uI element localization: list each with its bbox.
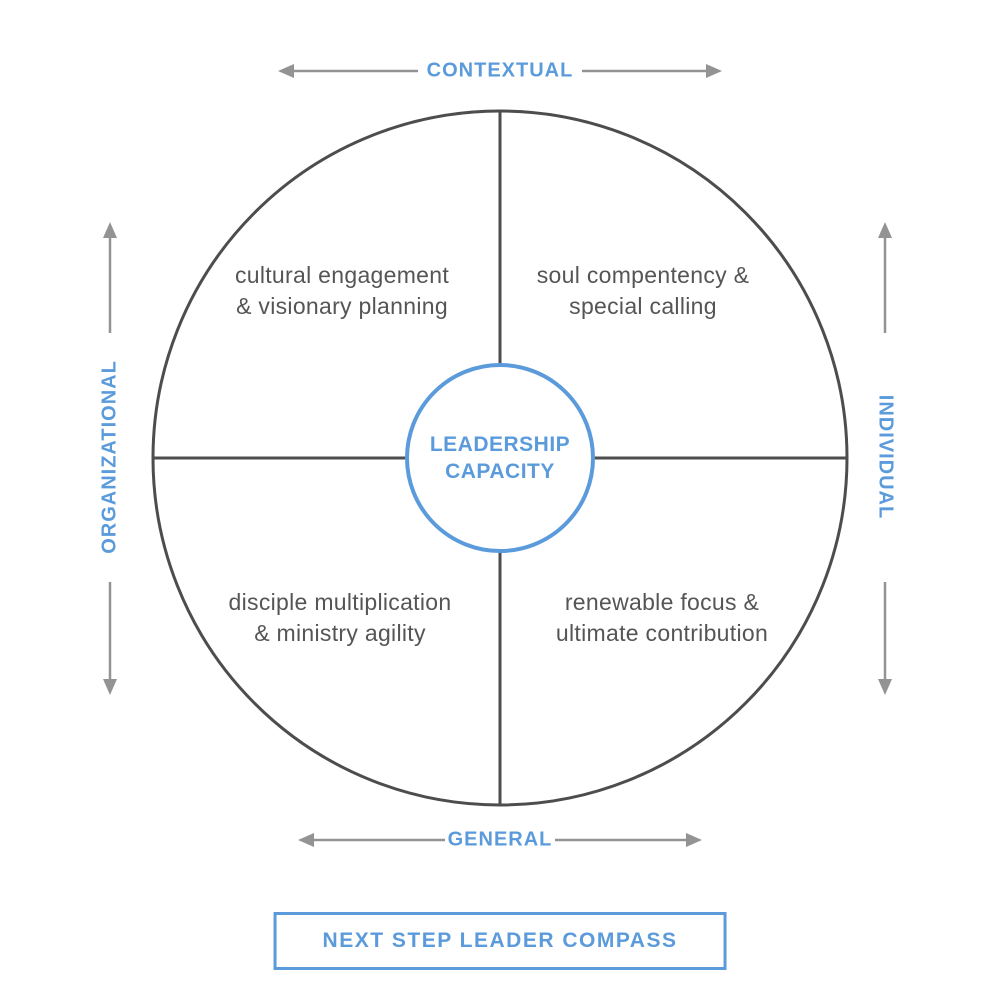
axis-label-general: GENERAL xyxy=(447,828,553,851)
quadrant-top-left-line2: & visionary planning xyxy=(236,293,448,319)
quadrant-bottom-right-label: renewable focus & ultimate contribution xyxy=(556,587,768,649)
axis-label-individual: INDIVIDUAL xyxy=(874,394,897,520)
left-down-arrow-icon xyxy=(103,582,117,695)
center-label-line1: LEADERSHIP xyxy=(429,433,571,456)
bottom-left-arrow-icon xyxy=(298,833,445,847)
quadrant-bottom-left-line1: disciple multiplication xyxy=(228,589,452,615)
quadrant-bottom-left-label: disciple multiplication & ministry agili… xyxy=(229,587,452,649)
axis-label-organizational: ORGANIZATIONAL xyxy=(98,360,121,554)
quadrant-top-right-label: soul compentency & special calling xyxy=(537,260,750,322)
center-circle xyxy=(405,363,595,553)
center-label-line2: CAPACITY xyxy=(445,460,555,483)
quadrant-bottom-right-line1: renewable focus & xyxy=(564,589,760,615)
quadrant-top-left-line1: cultural engagement xyxy=(234,262,450,288)
diagram-title: NEXT STEP LEADER COMPASS xyxy=(322,929,678,952)
quadrant-top-left-label: cultural engagement & visionary planning xyxy=(235,260,449,322)
top-right-arrow-icon xyxy=(582,64,722,78)
right-down-arrow-icon xyxy=(878,582,892,695)
axis-label-contextual: CONTEXTUAL xyxy=(426,59,574,82)
quadrant-top-right-line1: soul compentency & xyxy=(536,262,750,288)
right-up-arrow-icon xyxy=(878,222,892,333)
quadrant-top-right-line2: special calling xyxy=(569,293,717,319)
top-left-arrow-icon xyxy=(278,64,418,78)
center-label: LEADERSHIP CAPACITY xyxy=(430,431,570,485)
left-up-arrow-icon xyxy=(103,222,117,333)
quadrant-bottom-right-line2: ultimate contribution xyxy=(555,620,769,646)
bottom-right-arrow-icon xyxy=(555,833,702,847)
quadrant-bottom-left-line2: & ministry agility xyxy=(254,620,426,646)
title-box: NEXT STEP LEADER COMPASS xyxy=(273,912,727,970)
